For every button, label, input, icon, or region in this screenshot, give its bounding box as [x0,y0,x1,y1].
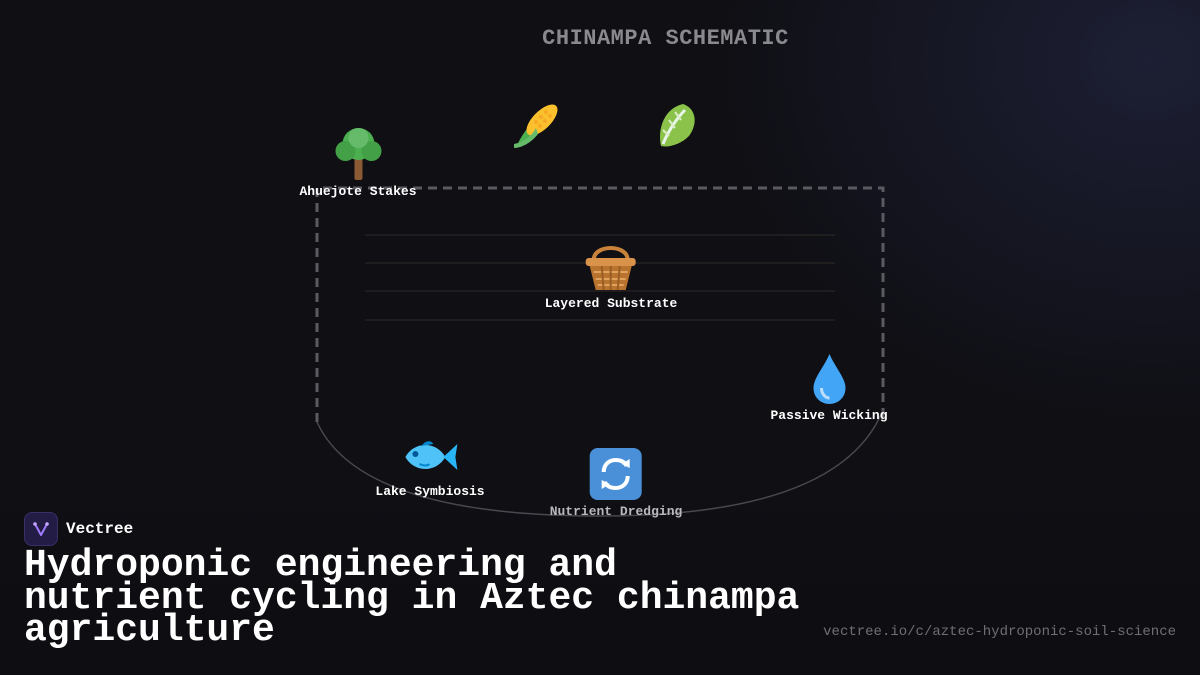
corn-icon [514,104,558,148]
node-layered-substrate: Layered Substrate [544,240,678,311]
page-headline: Hydroponic engineering and nutrient cycl… [24,544,800,652]
brand-logo-icon [24,512,58,546]
fish-icon [405,441,457,470]
plot-boundary [315,186,885,422]
water-droplet-icon [813,354,845,404]
node-ahuejote-stakes: Ahuejote Stakes [299,124,417,199]
node-label: Layered Substrate [544,296,678,311]
cycle-arrows-icon [590,448,642,500]
node-label: Lake Symbiosis [375,484,485,499]
brand: Vectree [24,512,133,546]
node-corn [508,98,564,154]
node-label: Ahuejote Stakes [299,184,417,199]
diagram-title: CHINAMPA SCHEMATIC [542,26,789,51]
source-url[interactable]: vectree.io/c/aztec-hydroponic-soil-scien… [823,624,1176,640]
node-nutrient-dredging: Nutrient Dredging [549,446,683,519]
node-leafy-greens [651,98,703,154]
node-label: Passive Wicking [770,408,888,423]
leafy-greens-icon [659,104,695,147]
basket-icon [586,246,636,291]
node-lake-symbiosis: Lake Symbiosis [375,432,485,499]
tree-icon [335,128,381,180]
brand-name: Vectree [66,520,134,538]
node-label: Nutrient Dredging [549,504,683,519]
lake-basin-curve [316,409,884,517]
node-passive-wicking: Passive Wicking [770,352,888,423]
